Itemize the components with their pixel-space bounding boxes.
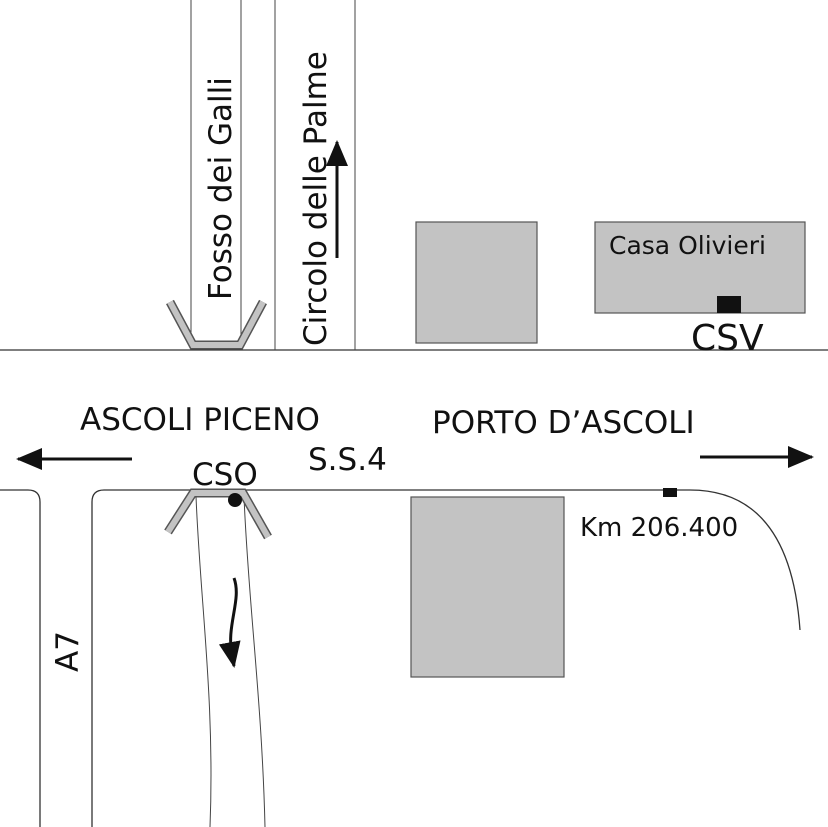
- casa-olivieri-label: Casa Olivieri: [609, 231, 766, 260]
- flow-arrow-icon: [218, 577, 241, 668]
- circolo-label: Circolo delle Palme: [298, 51, 334, 346]
- building: [415, 221, 538, 344]
- porto-ascoli-label: PORTO D’ASCOLI: [432, 405, 695, 441]
- ss4-road-edge: [91, 489, 801, 827]
- cso-label: CSO: [192, 457, 258, 493]
- a7-road-edge-left: [0, 489, 41, 827]
- cso-point-icon: [228, 493, 242, 507]
- csv-marker-icon: [717, 296, 741, 313]
- km-marker-icon: [663, 488, 677, 497]
- river: [164, 488, 272, 827]
- casa-olivieri-building: [594, 221, 806, 314]
- km-label: Km 206.400: [580, 513, 738, 543]
- building-lower: [410, 496, 565, 678]
- a7-label: A7: [50, 631, 86, 672]
- csv-label: CSV: [691, 318, 764, 359]
- circolo-street: [274, 0, 356, 350]
- fosso-label: Fosso dei Galli: [203, 77, 239, 300]
- ss4-label: S.S.4: [308, 442, 387, 478]
- fosso-channel: [166, 0, 267, 350]
- ascoli-piceno-label: ASCOLI PICENO: [80, 402, 320, 438]
